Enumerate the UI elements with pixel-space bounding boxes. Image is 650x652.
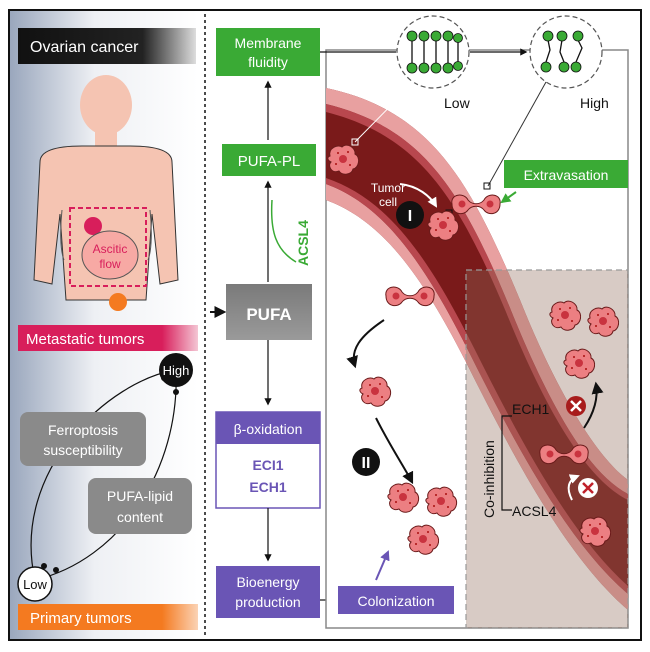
ferroptosis-label-line2: susceptibility bbox=[43, 442, 122, 458]
membrane-low-circle bbox=[396, 15, 470, 89]
block-icon-ech1 bbox=[566, 396, 586, 416]
ech1-inhibit-label: ECH1 bbox=[512, 401, 550, 417]
high-label: High bbox=[163, 363, 190, 378]
membrane-fluidity-box bbox=[216, 28, 320, 76]
step-two-badge bbox=[352, 448, 380, 476]
acsl4-arc bbox=[270, 199, 297, 263]
tumor-cell-label-line2: cell bbox=[379, 195, 397, 209]
beta-oxidation-label: β-oxidation bbox=[234, 421, 303, 437]
high-circle bbox=[159, 353, 193, 387]
acsl4-pathway-label: ACSL4 bbox=[295, 220, 311, 266]
ferroptosis-box bbox=[20, 412, 146, 466]
membrane-high-circle bbox=[529, 15, 603, 89]
header-title: Ovarian cancer bbox=[30, 39, 139, 56]
pufa-box bbox=[226, 284, 312, 340]
metastatic-tumors-band bbox=[18, 325, 198, 351]
membrane-high-label: High bbox=[580, 95, 609, 111]
tumor-cell-label-line1: Tumor bbox=[371, 181, 405, 195]
extravasation-label: Extravasation bbox=[524, 167, 609, 183]
pufa-lipid-box bbox=[88, 478, 192, 534]
header-band bbox=[18, 28, 196, 64]
pufa-pl-box bbox=[222, 144, 316, 176]
metastatic-tumor-dot bbox=[84, 217, 102, 235]
beta-oxidation-header bbox=[216, 412, 320, 444]
ascitic-flow-label-line1: Ascitic bbox=[93, 242, 128, 256]
low-circle bbox=[17, 566, 53, 602]
membrane-low-label: Low bbox=[444, 95, 471, 111]
colonization-box bbox=[338, 586, 454, 614]
extravasation-box bbox=[504, 160, 628, 188]
bioenergy-line1: Bioenergy bbox=[236, 574, 299, 590]
metastatic-tumors-label: Metastatic tumors bbox=[26, 331, 144, 348]
membrane-fluidity-line1: Membrane bbox=[235, 35, 302, 51]
ech1-pathway-label: ECH1 bbox=[249, 479, 287, 495]
step-one-badge bbox=[396, 201, 424, 229]
block-icon-acsl4 bbox=[578, 478, 598, 498]
co-inhibition-label: Co-inhibition bbox=[481, 440, 497, 518]
acsl4-inhibit-label: ACSL4 bbox=[512, 503, 557, 519]
primary-tumors-label: Primary tumors bbox=[30, 610, 132, 627]
primary-tumors-band bbox=[18, 604, 198, 630]
body-silhouette bbox=[33, 75, 179, 301]
co-inhibition-bracket bbox=[501, 415, 512, 511]
bioenergy-box bbox=[216, 566, 320, 618]
pufa-label: PUFA bbox=[246, 305, 291, 324]
bioenergy-line2: production bbox=[235, 594, 300, 610]
eci1-label: ECI1 bbox=[252, 457, 283, 473]
abdomen-region-box bbox=[69, 207, 147, 287]
pufa-lipid-label-line1: PUFA-lipid bbox=[107, 488, 173, 504]
low-label: Low bbox=[23, 577, 47, 592]
ferroptosis-label-line1: Ferroptosis bbox=[48, 422, 118, 438]
ascitic-flow-label-line2: flow bbox=[99, 257, 121, 271]
primary-tumor-dot bbox=[109, 293, 127, 311]
membrane-fluidity-line2: fluidity bbox=[248, 54, 288, 70]
pufa-lipid-label-line2: content bbox=[117, 509, 163, 525]
pufa-pl-label: PUFA-PL bbox=[238, 153, 301, 170]
ascitic-flow-circle bbox=[81, 230, 139, 280]
step-one-label: I bbox=[408, 208, 412, 225]
colonization-label: Colonization bbox=[357, 593, 434, 609]
step-two-label: II bbox=[362, 455, 371, 472]
